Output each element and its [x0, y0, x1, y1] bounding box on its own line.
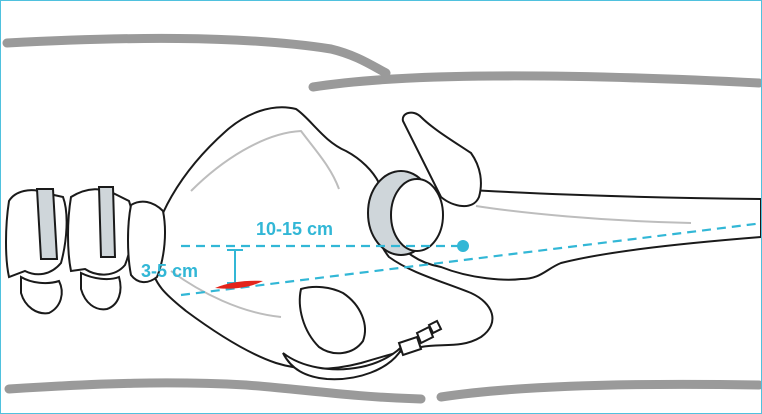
disc-1	[37, 189, 57, 259]
femoral-head	[391, 179, 443, 251]
skin-upper-left	[7, 38, 386, 73]
distance-label: 10-15 cm	[256, 219, 333, 239]
vertebra-1	[6, 190, 67, 277]
disc-2	[99, 187, 115, 257]
process-1	[21, 277, 62, 313]
greater-trochanter-landmark-dot	[457, 240, 469, 252]
femur	[396, 113, 761, 280]
hip-joint	[368, 171, 443, 255]
process-2	[81, 273, 121, 309]
skin-lower-right	[441, 384, 759, 397]
lumbar-spine	[6, 187, 165, 313]
skin-lower-left	[9, 383, 421, 399]
offset-label: 3-5 cm	[141, 261, 198, 281]
skin-upper-right	[313, 76, 759, 87]
